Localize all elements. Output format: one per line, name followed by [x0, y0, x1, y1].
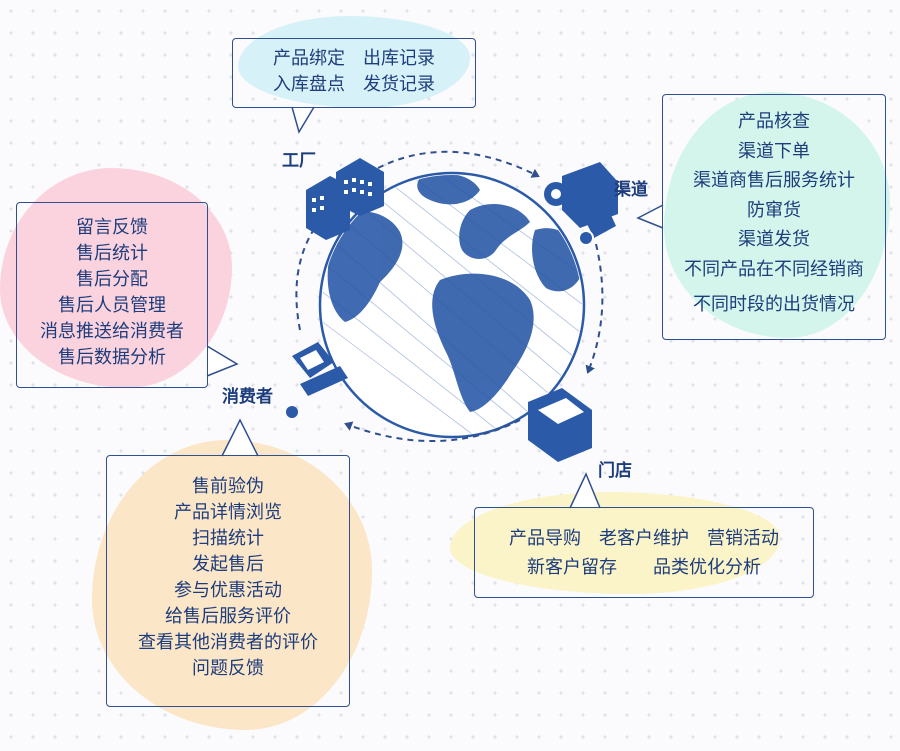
consumer-callout-tail [221, 418, 259, 457]
channel-item: 不同产品在不同经销商 [684, 258, 864, 280]
factory-item: 入库盘点 发货记录 [273, 74, 435, 95]
store-callout: 产品导购 老客户维护 营销活动 新客户留存 品类优化分析 [474, 507, 814, 598]
consumer-item: 问题反馈 [192, 658, 264, 679]
service-item: 售后统计 [76, 243, 148, 264]
consumer-callout: 售前验伪 产品详情浏览 扫描统计 发起售后 参与优惠活动 给售后服务评价 查看其… [106, 455, 350, 707]
channel-item: 渠道发货 [738, 229, 810, 250]
callout-tails [206, 106, 664, 509]
service-item: 售后人员管理 [58, 295, 166, 316]
consumer-item: 产品详情浏览 [174, 502, 282, 523]
channel-item: 渠道商售后服务统计 [693, 170, 855, 191]
consumer-item: 查看其他消费者的评价 [138, 632, 318, 653]
service-item: 售后分配 [76, 269, 148, 290]
service-item: 售后数据分析 [58, 347, 166, 368]
channel-label: 渠道 [614, 180, 648, 200]
flow-arrows [295, 150, 604, 442]
consumer-item: 给售后服务评价 [165, 606, 291, 627]
factory-building-icon [306, 158, 384, 240]
channel-callout-tail [636, 204, 664, 229]
consumer-item: 售前验伪 [192, 476, 264, 497]
channel-item: 产品核查 [738, 111, 810, 132]
continent-europe [459, 203, 530, 259]
service-callout-tail [206, 345, 239, 377]
arrow-factory-to-channel [377, 150, 540, 178]
channel-item: 不同时段的出货情况 [693, 294, 855, 315]
store-item: 产品导购 老客户维护 营销活动 [509, 528, 779, 549]
scanner-phone-icon [286, 342, 348, 418]
arrow-consumer-to-factory [295, 224, 318, 331]
channel-callout: 产品核查 渠道下单 渠道商售后服务统计 防窜货 渠道发货 不同产品在不同经销商 … [662, 94, 886, 340]
truck-gear-icon [544, 162, 618, 246]
factory-callout-tail [291, 106, 315, 134]
factory-highlight [238, 16, 470, 108]
service-highlight [0, 168, 232, 388]
consumer-item: 参与优惠活动 [174, 580, 282, 601]
service-item: 消息推送给消费者 [40, 321, 184, 342]
consumer-item: 扫描统计 [192, 528, 264, 549]
arrow-store-to-consumer [344, 419, 521, 442]
channel-highlight [664, 92, 890, 338]
factory-item: 产品绑定 出库记录 [273, 48, 435, 69]
service-item: 留言反馈 [76, 217, 148, 238]
store-icon [528, 388, 592, 462]
consumer-label: 消费者 [222, 387, 273, 407]
channel-item: 防窜货 [747, 199, 801, 221]
channel-item: 渠道下单 [738, 140, 810, 162]
continent-africa [432, 273, 534, 412]
store-item: 新客户留存 品类优化分析 [527, 557, 761, 578]
continent-america [327, 211, 403, 322]
continent-greenland [417, 175, 480, 205]
consumer-item: 发起售后 [192, 554, 264, 575]
store-highlight [450, 492, 780, 594]
service-callout: 留言反馈 售后统计 售后分配 售后人员管理 消息推送给消费者 售后数据分析 [16, 202, 208, 388]
consumer-highlight [92, 440, 372, 730]
store-label: 门店 [598, 461, 632, 481]
factory-callout: 产品绑定 出库记录 入库盘点 发货记录 [232, 38, 476, 108]
store-callout-tail [569, 472, 601, 509]
arrow-channel-to-store [585, 243, 604, 374]
factory-label: 工厂 [282, 151, 316, 171]
globe [318, 171, 586, 439]
